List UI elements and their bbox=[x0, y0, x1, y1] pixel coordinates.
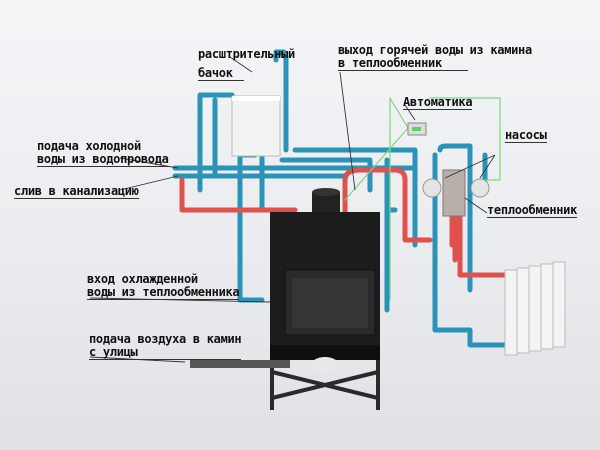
fireplace bbox=[190, 188, 380, 410]
label-automation: Автоматика bbox=[403, 95, 473, 110]
label-line: бачок bbox=[198, 67, 244, 81]
label-line: воды из водопровода bbox=[37, 152, 169, 167]
automation-controller bbox=[407, 122, 427, 136]
label-cold-water: подача холодной воды из водопровода bbox=[37, 140, 169, 167]
label-line: воды из теплообменника bbox=[87, 285, 240, 300]
label-cooled-water: вход охлажденной воды из теплообменника bbox=[87, 272, 240, 300]
control-wires bbox=[344, 97, 501, 301]
label-line: подача воздуха в камин bbox=[89, 332, 242, 346]
expansion-tank bbox=[231, 95, 281, 157]
label-heat-exchanger: теплообменник bbox=[487, 203, 578, 218]
heat-exchanger bbox=[422, 169, 490, 217]
hot-water-pipes bbox=[179, 167, 508, 278]
label-line: в теплообменник bbox=[338, 57, 468, 71]
label-air-supply: подача воздуха в камин с улицы bbox=[89, 332, 242, 360]
label-line: подача холодной bbox=[37, 139, 141, 153]
label-line: выход горячей воды из камина bbox=[338, 43, 532, 57]
label-line: вход охлажденной bbox=[87, 272, 198, 286]
pump-left bbox=[422, 178, 442, 198]
label-hot-water-out: выход горячей воды из камина в теплообме… bbox=[338, 44, 532, 71]
label-line: расштрительный bbox=[198, 47, 295, 61]
pump-right bbox=[470, 178, 490, 198]
radiator bbox=[504, 261, 566, 356]
label-pumps: насосы bbox=[505, 128, 547, 143]
label-line: с улицы bbox=[89, 346, 242, 360]
label-drain: слив в канализацию bbox=[14, 184, 139, 199]
label-expansion-tank: расштрительный бачок bbox=[198, 48, 295, 81]
